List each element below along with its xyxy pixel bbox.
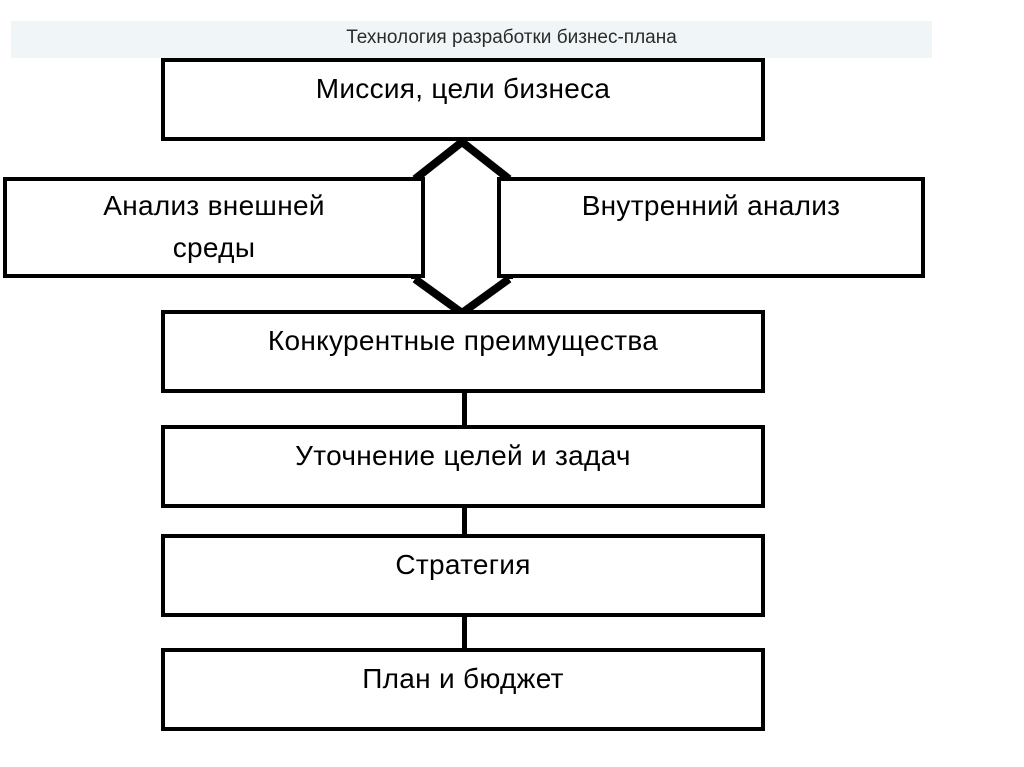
node-competitive-advantages-label: Конкурентные преимущества — [267, 325, 659, 356]
node-external-analysis[interactable]: Анализ внешней среды — [3, 177, 425, 278]
node-mission[interactable]: Миссия, цели бизнеса — [161, 58, 765, 141]
page-title: Технология разработки бизнес-плана — [346, 27, 677, 48]
connector-goals-to-strategy — [462, 504, 467, 538]
node-competitive-advantages[interactable]: Конкурентные преимущества — [161, 310, 765, 393]
connector-strategy-to-plan — [462, 613, 467, 652]
node-goals-refinement-label: Уточнение целей и задач — [295, 440, 631, 471]
node-goals-refinement[interactable]: Уточнение целей и задач — [161, 425, 765, 508]
node-internal-analysis[interactable]: Внутренний анализ — [497, 177, 925, 278]
node-strategy-label: Стратегия — [395, 549, 531, 580]
title-band — [11, 21, 932, 58]
node-external-analysis-label: Анализ внешней среды — [103, 190, 325, 263]
node-mission-label: Миссия, цели бизнеса — [315, 73, 611, 104]
node-strategy[interactable]: Стратегия — [161, 534, 765, 617]
node-plan-and-budget[interactable]: План и бюджет — [161, 648, 765, 731]
node-plan-and-budget-label: План и бюджет — [362, 663, 564, 694]
node-internal-analysis-label: Внутренний анализ — [581, 190, 841, 221]
connector-advantages-to-goals — [462, 389, 467, 429]
